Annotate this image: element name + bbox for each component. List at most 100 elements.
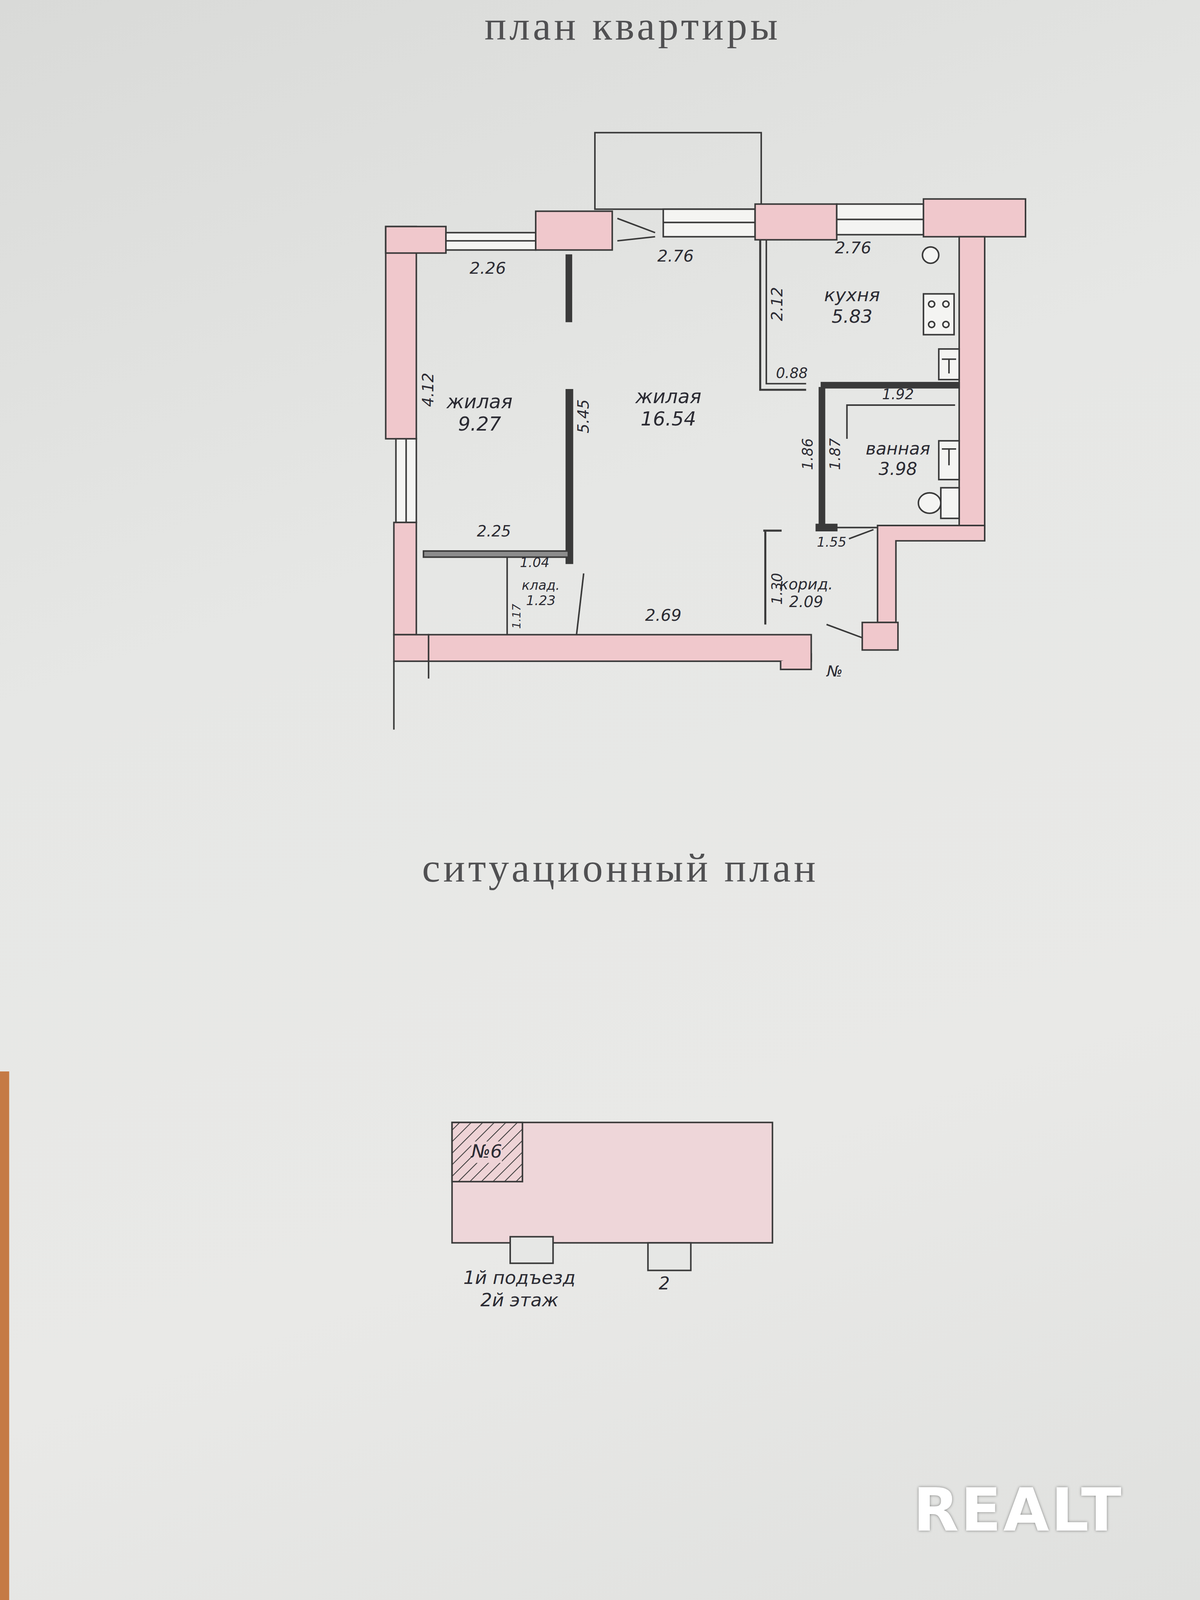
wall xyxy=(780,652,812,670)
room-area: 9.27 xyxy=(446,413,513,436)
toilet xyxy=(918,492,941,514)
partition xyxy=(764,530,767,625)
watermark: REALT xyxy=(913,1478,1124,1544)
window-line xyxy=(405,438,408,523)
window-line xyxy=(663,221,755,224)
room-label: клад.1.23 xyxy=(517,576,564,611)
wall xyxy=(393,522,417,635)
door-swing xyxy=(576,573,584,635)
wall xyxy=(877,525,985,623)
window xyxy=(396,438,417,523)
room-label: ванная3.98 xyxy=(861,437,935,482)
door-swing xyxy=(617,218,655,233)
dimension: 2.25 xyxy=(476,523,511,540)
tap xyxy=(941,359,957,374)
dimension: 2.26 xyxy=(469,259,506,278)
burner xyxy=(928,301,935,308)
plan-title: план квартиры xyxy=(484,3,781,49)
basin xyxy=(938,440,960,480)
wall xyxy=(393,634,429,662)
dimension: 1.92 xyxy=(881,387,914,403)
dimension: 1.87 xyxy=(827,438,844,470)
partition xyxy=(506,557,508,635)
tap xyxy=(941,449,957,466)
note-text: 2й этаж xyxy=(480,1289,559,1311)
fixtures xyxy=(918,247,960,519)
walls xyxy=(385,132,1026,730)
partitions xyxy=(423,239,960,638)
room-label: жилая16.54 xyxy=(631,383,706,433)
door-swing xyxy=(826,624,863,638)
sink xyxy=(938,349,960,380)
window xyxy=(663,209,755,237)
room-name: жилая xyxy=(446,390,513,414)
wall xyxy=(959,236,985,529)
dimension: 1.17 xyxy=(511,603,524,630)
wall-line xyxy=(392,661,395,730)
room-area: 16.54 xyxy=(635,408,702,431)
room-name: клад. xyxy=(521,578,560,595)
room-name: жилая xyxy=(635,385,702,409)
wall xyxy=(862,622,899,650)
door-swing xyxy=(849,529,874,539)
section-heading: ситуационный план xyxy=(421,845,819,891)
room-name: кухня xyxy=(823,285,880,307)
room-area: 3.98 xyxy=(865,459,931,480)
partition xyxy=(836,526,878,529)
entrance xyxy=(647,1242,691,1271)
partition xyxy=(566,255,572,322)
entrance xyxy=(510,1236,553,1264)
partition xyxy=(566,389,573,564)
room-area: 1.23 xyxy=(521,593,560,610)
dimension: 1.30 xyxy=(769,572,786,605)
dimension: 2.76 xyxy=(834,238,872,257)
fixture xyxy=(922,247,939,264)
note-text: 2 xyxy=(658,1274,670,1294)
wall-line xyxy=(427,661,430,679)
dimension: 2.69 xyxy=(645,606,682,625)
room-area: 5.83 xyxy=(823,306,880,328)
partition xyxy=(763,529,782,532)
wall xyxy=(535,211,613,251)
apartment-mark xyxy=(452,1122,523,1182)
room-area: 2.09 xyxy=(779,593,833,612)
stove xyxy=(923,293,955,335)
room-name: корид. xyxy=(779,576,833,595)
wall xyxy=(385,226,417,439)
burner xyxy=(928,321,935,328)
dimension: 2.76 xyxy=(657,247,694,266)
wall xyxy=(923,198,1026,237)
window-line xyxy=(445,240,536,242)
burner xyxy=(942,301,950,308)
window xyxy=(445,232,536,250)
burner xyxy=(942,321,950,328)
dimension: 2.12 xyxy=(769,287,786,322)
situation-plan xyxy=(452,1122,773,1271)
room-label: кухня5.83 xyxy=(820,283,884,330)
building xyxy=(452,1122,773,1243)
room-name: ванная xyxy=(865,439,931,460)
partition xyxy=(819,387,825,528)
dimension: 1.04 xyxy=(520,556,550,571)
table-edge xyxy=(0,1071,10,1600)
dimension: 0.88 xyxy=(776,365,808,382)
dimension: 4.12 xyxy=(420,372,437,408)
balcony xyxy=(594,132,762,210)
room-name: №6 xyxy=(471,1141,503,1163)
dimension: 1.86 xyxy=(800,438,817,470)
apartment-marker: №6 xyxy=(467,1139,506,1165)
room-label: жилая9.27 xyxy=(442,389,517,438)
partition xyxy=(847,405,956,439)
wall xyxy=(428,634,812,662)
wall xyxy=(755,203,837,240)
partition xyxy=(766,239,806,384)
window-line xyxy=(836,218,924,220)
partition xyxy=(816,524,837,531)
door-swing xyxy=(617,236,655,241)
wall xyxy=(385,226,447,254)
dimension: 5.45 xyxy=(575,399,593,434)
